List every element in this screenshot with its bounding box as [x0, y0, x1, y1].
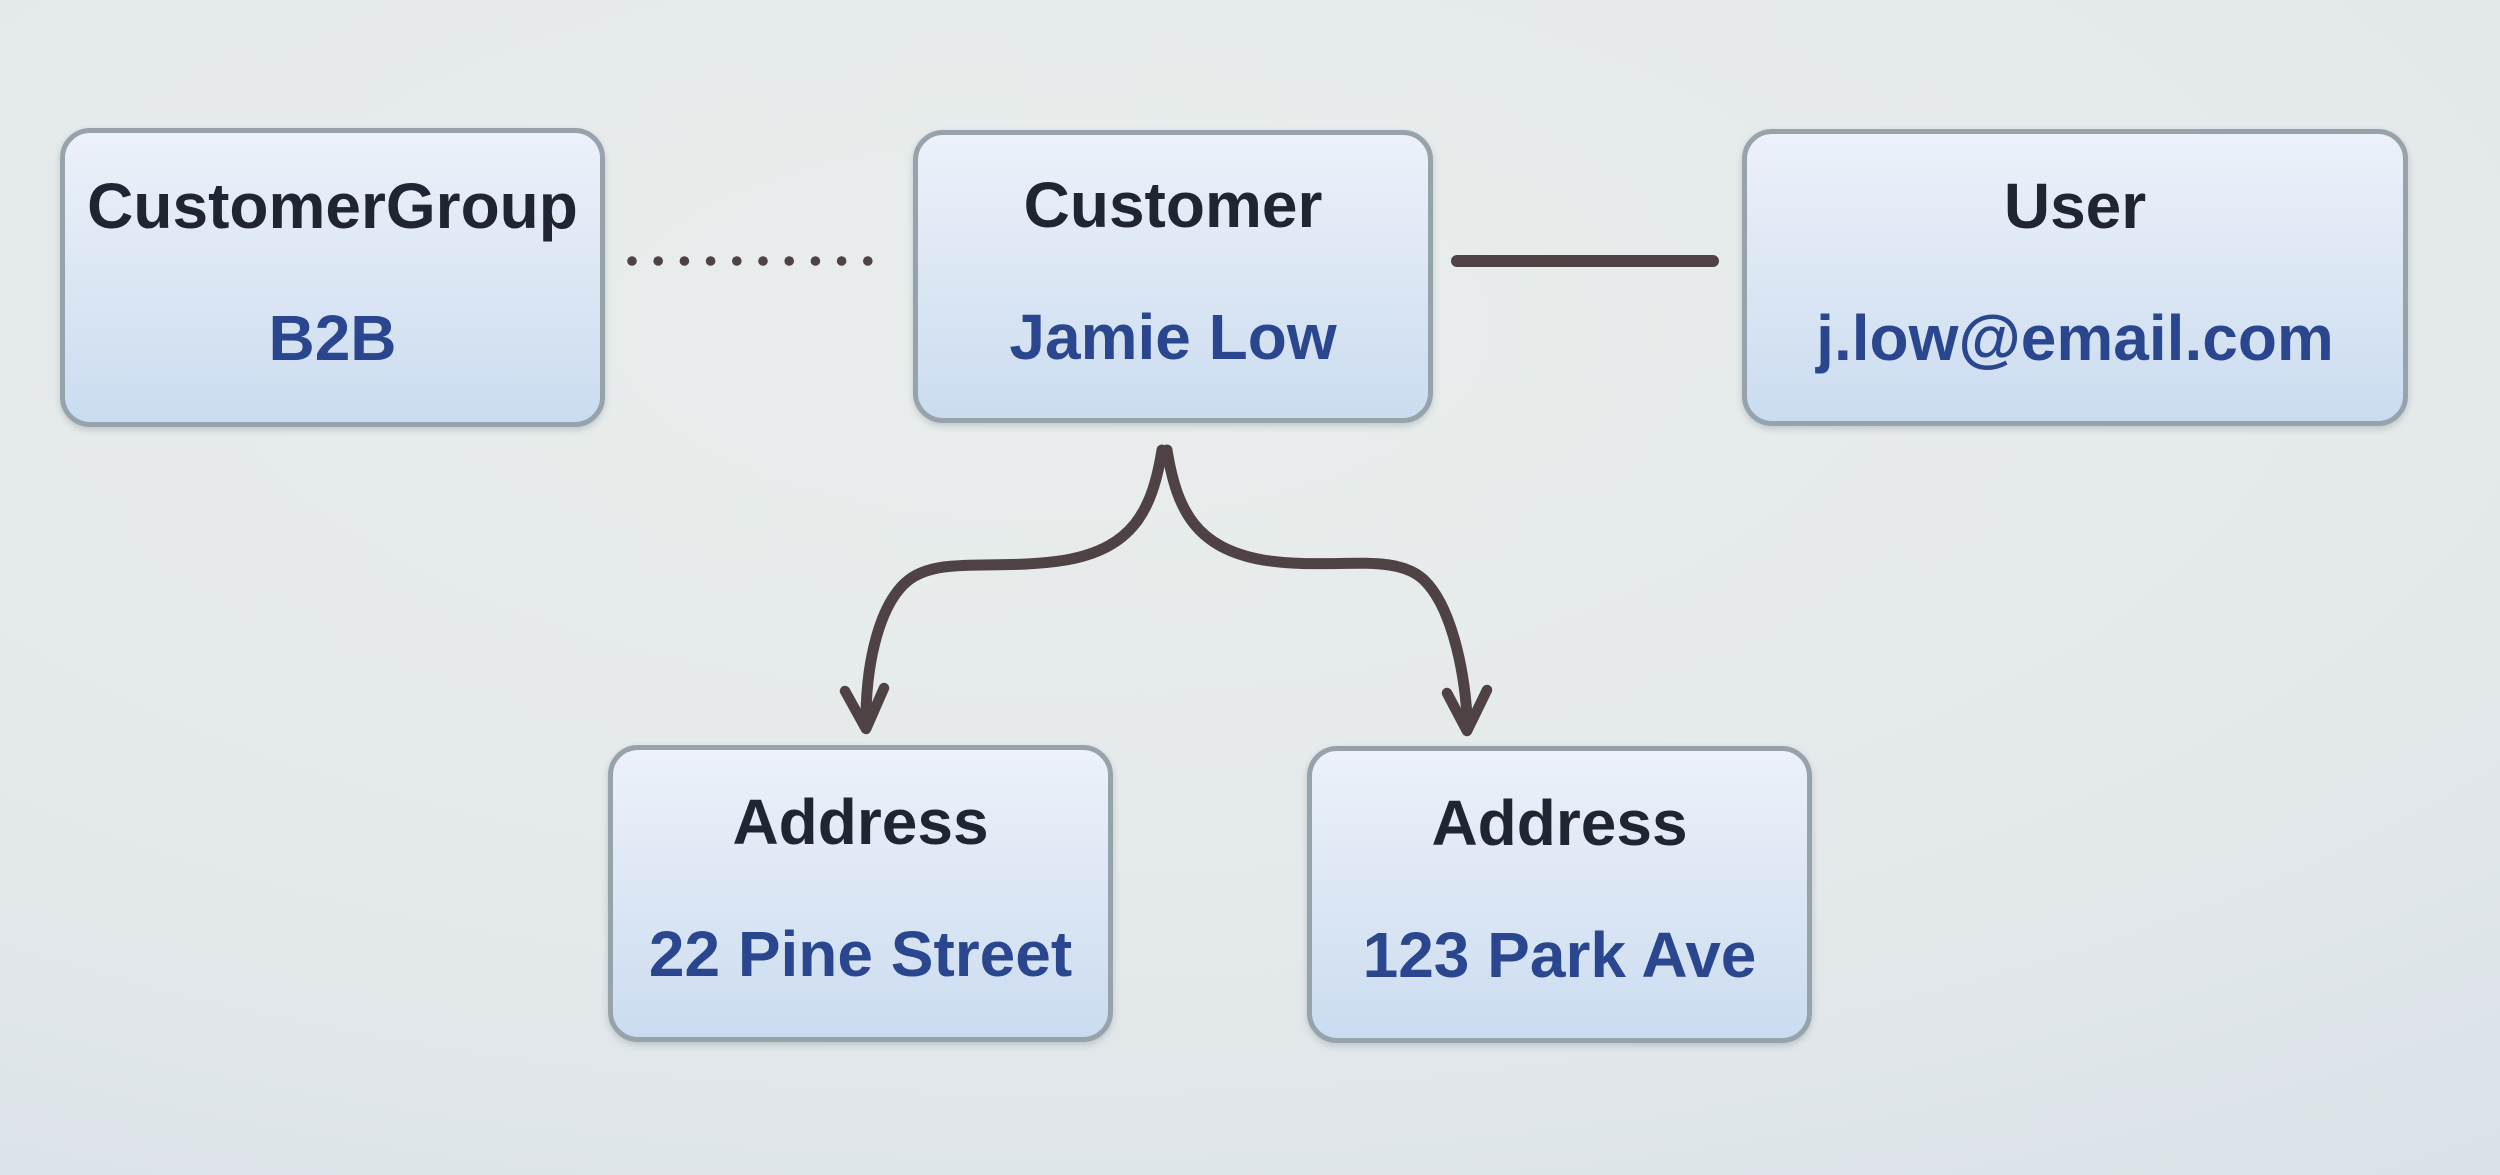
entity-node-address-1: Address 22 Pine Street	[608, 745, 1113, 1042]
node-title: CustomerGroup	[87, 169, 578, 242]
node-value: j.low@email.com	[1816, 301, 2334, 374]
node-title: Customer	[1023, 168, 1323, 241]
node-title: Address	[732, 785, 989, 858]
entity-node-customer: Customer Jamie Low	[913, 130, 1433, 423]
node-title: User	[2003, 169, 2147, 242]
node-value: Jamie Low	[1009, 300, 1337, 373]
entity-node-customergroup: CustomerGroup B2B	[60, 128, 605, 427]
curved-arrow-customer-address-2	[1161, 444, 1493, 737]
node-value: 123 Park Ave	[1362, 918, 1757, 991]
node-title: Address	[1431, 786, 1688, 859]
entity-node-user: User j.low@email.com	[1742, 129, 2408, 426]
node-value: 22 Pine Street	[648, 917, 1073, 990]
arrowhead-down-icon	[1441, 684, 1493, 737]
curved-arrow-customer-address-1	[839, 444, 1168, 735]
arrowhead-down-icon	[839, 682, 890, 735]
node-value: B2B	[268, 301, 397, 374]
entity-node-address-2: Address 123 Park Ave	[1307, 746, 1812, 1043]
dotted-connector-customergroup-customer	[627, 256, 873, 266]
